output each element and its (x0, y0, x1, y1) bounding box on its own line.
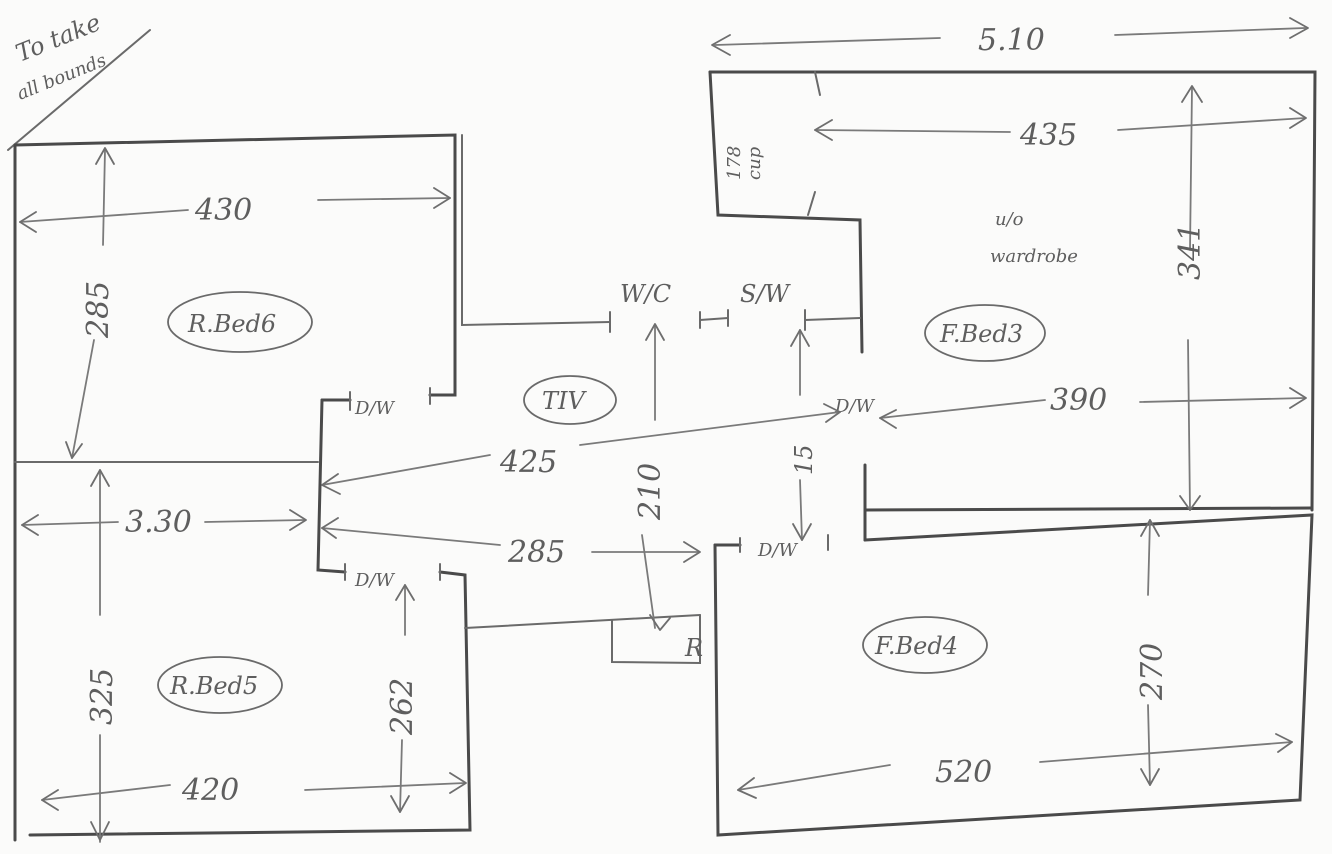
dim-hall-height: 210 (633, 463, 668, 521)
door-label-rbed5: D/W (354, 570, 395, 591)
fbed3-label-ring (924, 304, 1046, 362)
rbed6-label-ring (167, 291, 313, 353)
dim-corridor-width: 285 (507, 535, 565, 570)
door-label-fbed4: D/W (757, 540, 798, 561)
dim-fbed4-width: 520 (935, 755, 992, 790)
door-label-wc: W/C (620, 280, 671, 308)
dim-rbed5-width: 420 (181, 773, 239, 808)
dim-rbed6-width: 430 (194, 193, 252, 228)
dimension-lines (19, 17, 1309, 843)
room-label-rbed6: R.Bed6 (187, 310, 276, 338)
dim-rbed5-height: 325 (85, 668, 120, 725)
dim-top-overall: 5.10 (978, 23, 1045, 58)
cupboard-label: cup (744, 146, 765, 180)
walls (13, 70, 1317, 842)
corner-diagonal-line (7, 29, 151, 151)
door-label-hall: D/W (354, 398, 395, 419)
dim-fbed4-height: 270 (1135, 643, 1170, 701)
hall-label-ring (523, 375, 617, 425)
door-label-sw: S/W (740, 280, 792, 308)
room-label-hall: TIV (542, 387, 587, 415)
rbed5-label-ring (157, 656, 283, 714)
dim-passage-height: 15 (790, 444, 818, 475)
dim-fbed3-lower-width: 390 (1050, 383, 1107, 418)
dim-fbed3-width: 435 (1019, 118, 1077, 153)
room-label-fbed4: F.Bed4 (874, 632, 958, 660)
room-label-rbed5: R.Bed5 (169, 672, 258, 700)
dim-rbed6-height: 285 (81, 281, 116, 339)
room-label-store: R (684, 634, 703, 662)
fbed4-label-ring (862, 616, 988, 674)
dim-rbed5-top-width: 3.30 (125, 505, 192, 540)
dim-rbed5-inner-height: 262 (385, 678, 420, 736)
door-ticks (344, 309, 829, 581)
fbed3-note-line-1: u/o (995, 209, 1024, 230)
door-label-fbed3: D/W (834, 396, 875, 417)
dim-fbed3-height: 341 (1173, 223, 1208, 280)
fbed3-note-line-2: wardrobe (990, 246, 1078, 267)
room-label-fbed3: F.Bed3 (939, 320, 1023, 348)
dim-cup-height: 178 (724, 146, 745, 180)
dim-hall-width: 425 (499, 445, 557, 480)
